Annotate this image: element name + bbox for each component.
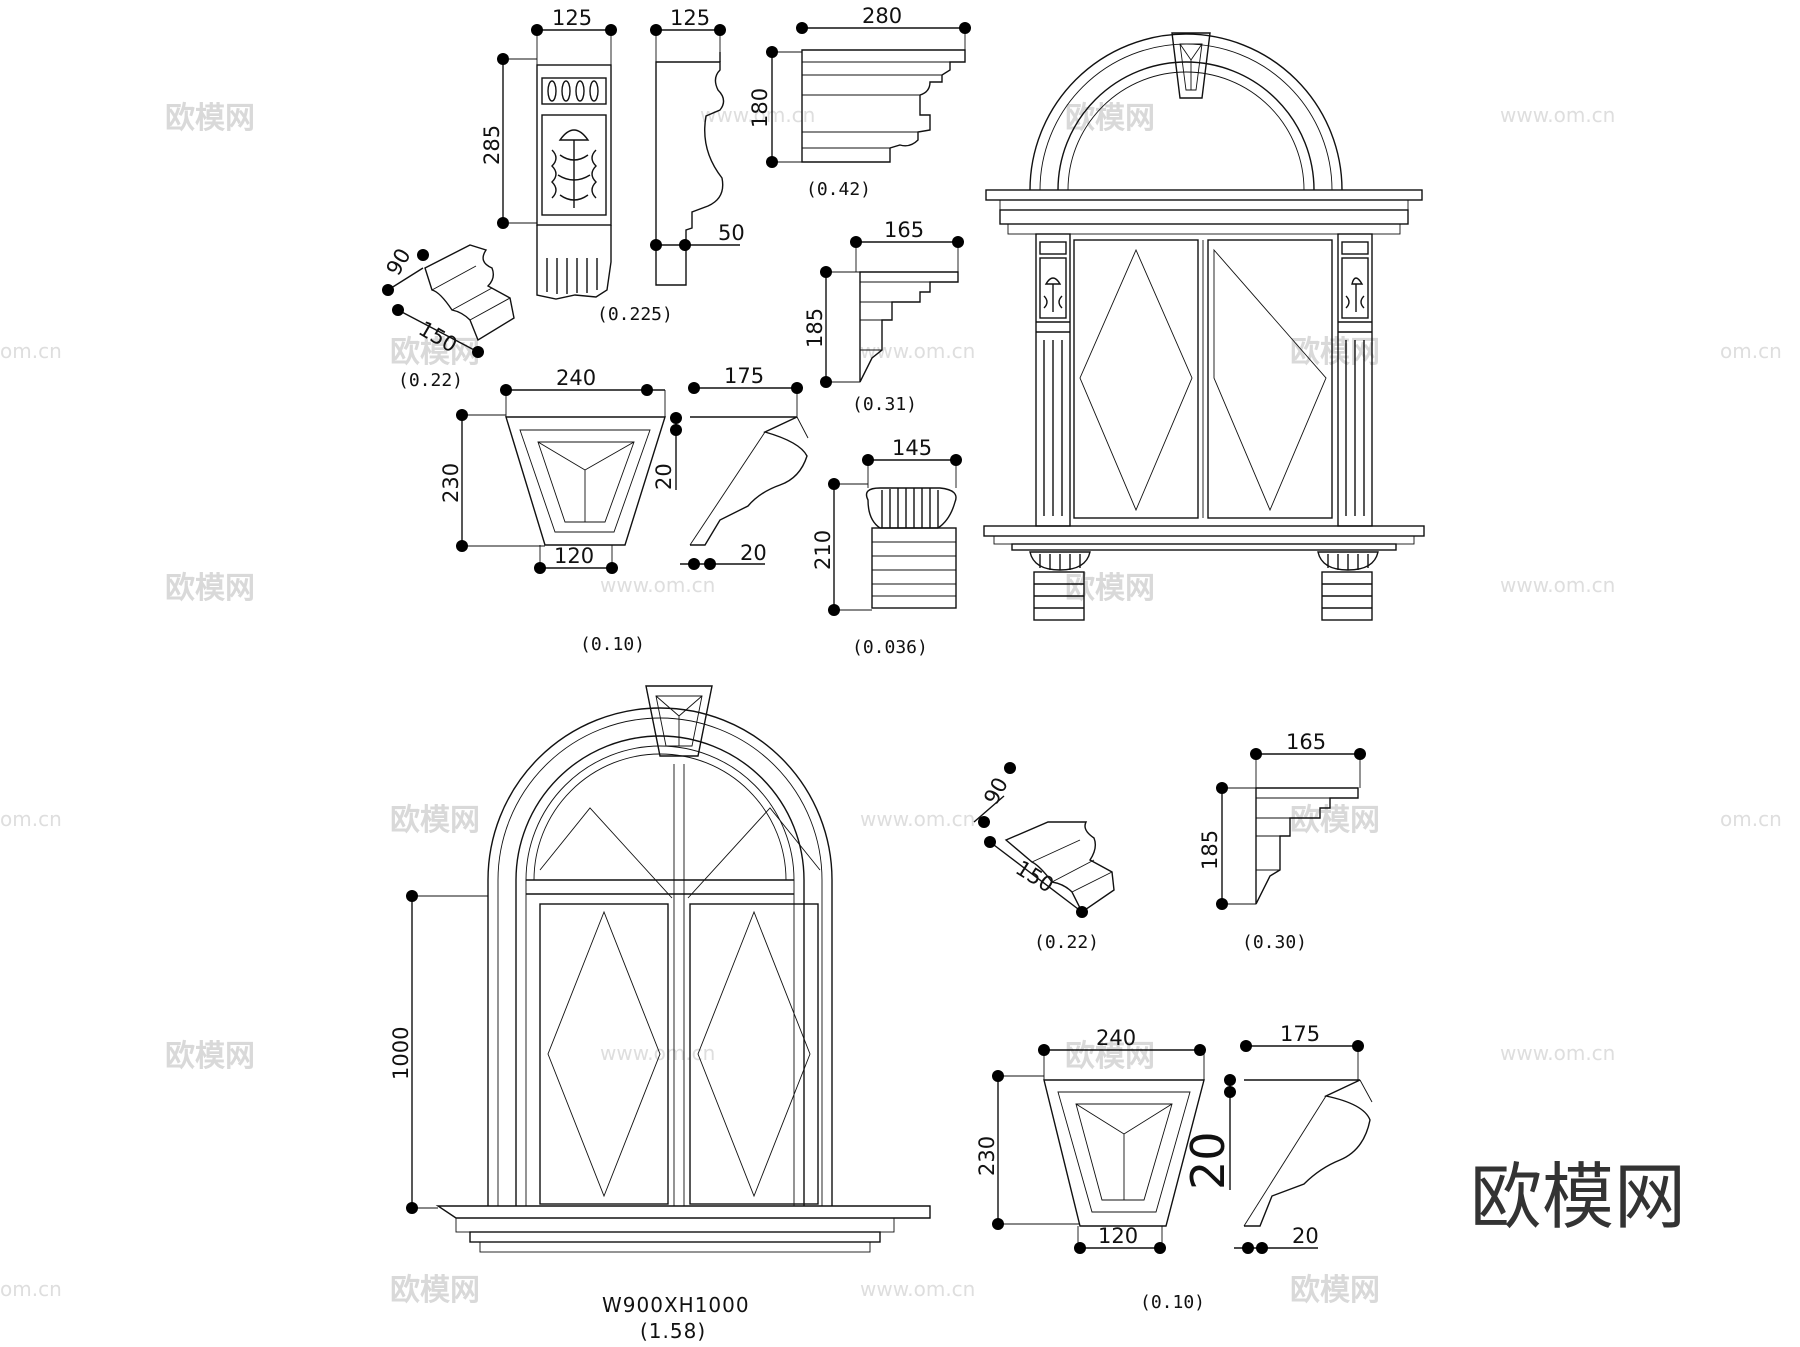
dim-keystone-edge: 20: [1292, 1224, 1319, 1248]
dim-keystone-bottom: 120: [554, 544, 594, 568]
watermark-brand: 欧模网: [1290, 803, 1380, 838]
capital-145: 145 210 (0.036): [811, 436, 962, 658]
dim-keystone-gap: 20: [1181, 1131, 1235, 1190]
dim-corbel-b: 150: [1011, 856, 1058, 898]
watermark-brand: 欧模网: [1065, 571, 1155, 606]
profile-165-bottom: 165 185 (0.30): [1198, 730, 1366, 953]
watermark-brand: 欧模网: [1065, 101, 1155, 136]
caption-profile-top: (0.31): [852, 394, 917, 415]
watermark-site: www.om.cn: [860, 339, 975, 363]
watermark-site: om.cn: [0, 807, 62, 831]
keystone-top: 240 175 230 20 120 20 (0.10): [439, 364, 809, 655]
watermark-layer: 欧模网 欧模网 www.om.cn www.om.cn om.cn 欧模网 ww…: [0, 101, 1782, 1308]
dim-arched-height: 1000: [389, 1027, 413, 1080]
bracket-detail: 125 125 285 50 (0.225): [480, 6, 745, 325]
dim-keystone-edge: 20: [740, 541, 767, 565]
watermark-brand: 欧模网: [1290, 335, 1380, 370]
bracket-balusters: [541, 77, 607, 216]
caption-corbel-top: (0.22): [398, 370, 463, 391]
watermark-brand: 欧模网: [390, 1273, 480, 1308]
dim-corbel-a: 90: [382, 244, 416, 279]
watermark-brand: 欧模网: [165, 571, 255, 606]
keystone-bottom: 240 175 230 20 120 20 (0.10): [975, 1022, 1373, 1313]
caption-profile-bottom: (0.30): [1242, 932, 1307, 953]
cornice-profile-280: 280 180 (0.42): [748, 4, 971, 200]
watermark-site: om.cn: [0, 339, 62, 363]
dim-profile-height: 185: [803, 308, 827, 348]
bracket-front-panel: [536, 64, 612, 226]
watermark-site: om.cn: [0, 1277, 62, 1301]
watermark-site: www.om.cn: [700, 103, 815, 127]
dim-keystone-gap: 20: [652, 463, 676, 490]
dim-corbel-a: 90: [979, 773, 1013, 808]
dim-keystone-height: 230: [439, 463, 463, 503]
watermark-site: www.om.cn: [600, 573, 715, 597]
caption-corbel-bottom: (0.22): [1034, 932, 1099, 953]
dim-bracket-front-width: 125: [552, 6, 592, 30]
dim-keystone-width: 240: [1096, 1026, 1136, 1050]
dim-keystone-bottom: 120: [1098, 1224, 1138, 1248]
corbel-small-bottom: 90 150 (0.22): [973, 762, 1115, 953]
caption-arched-ratio: (1.58): [640, 1319, 706, 1343]
caption-keystone-top: (0.10): [580, 634, 645, 655]
bracket-flutes: [546, 258, 598, 294]
bracket-front-foot: [536, 225, 612, 300]
watermark-site: om.cn: [1720, 807, 1782, 831]
bracket-side-profile: [655, 61, 725, 286]
window-arched-w900: 1000 W900XH1000 (1.58): [389, 685, 931, 1343]
dim-keystone-side: 175: [1280, 1022, 1320, 1046]
watermark-brand: 欧模网: [1065, 1039, 1155, 1074]
window-elevation-semicircle: [983, 32, 1425, 621]
dim-bracket-foot: 50: [718, 221, 745, 245]
watermark-site: www.om.cn: [1500, 573, 1615, 597]
dim-keystone-width: 240: [556, 366, 596, 390]
watermark-site: om.cn: [1720, 339, 1782, 363]
watermark-brand: 欧模网: [165, 101, 255, 136]
watermark-site: www.om.cn: [860, 807, 975, 831]
watermark-brand: 欧模网: [1290, 1273, 1380, 1308]
watermark-site: www.om.cn: [1500, 1041, 1615, 1065]
dim-capital-height: 210: [811, 530, 835, 570]
caption-keystone-bottom: (0.10): [1140, 1292, 1205, 1313]
watermark-site: www.om.cn: [1500, 103, 1615, 127]
watermark-brand: 欧模网: [390, 803, 480, 838]
caption-capital: (0.036): [852, 637, 928, 658]
dim-cornice-height: 180: [748, 88, 772, 128]
dim-keystone-height: 230: [975, 1136, 999, 1176]
dim-capital-width: 145: [892, 436, 932, 460]
dim-bracket-height: 285: [480, 125, 504, 165]
dim-keystone-side: 175: [724, 364, 764, 388]
dim-bracket-side-width: 125: [670, 6, 710, 30]
caption-cornice: (0.42): [806, 179, 871, 200]
dim-profile-width: 165: [1286, 730, 1326, 754]
caption-bracket: (0.225): [597, 304, 673, 325]
caption-arched-size: W900XH1000: [602, 1293, 750, 1317]
watermark-brand: 欧模网: [390, 335, 480, 370]
dim-profile-width: 165: [884, 218, 924, 242]
profile-165-top: 165 185 (0.31): [803, 218, 964, 415]
watermark-site: www.om.cn: [860, 1277, 975, 1301]
brand-logo: 欧模网: [1470, 1155, 1686, 1239]
watermark-brand: 欧模网: [165, 1039, 255, 1074]
dim-cornice-width: 280: [862, 4, 902, 28]
dim-profile-height: 185: [1198, 830, 1222, 870]
